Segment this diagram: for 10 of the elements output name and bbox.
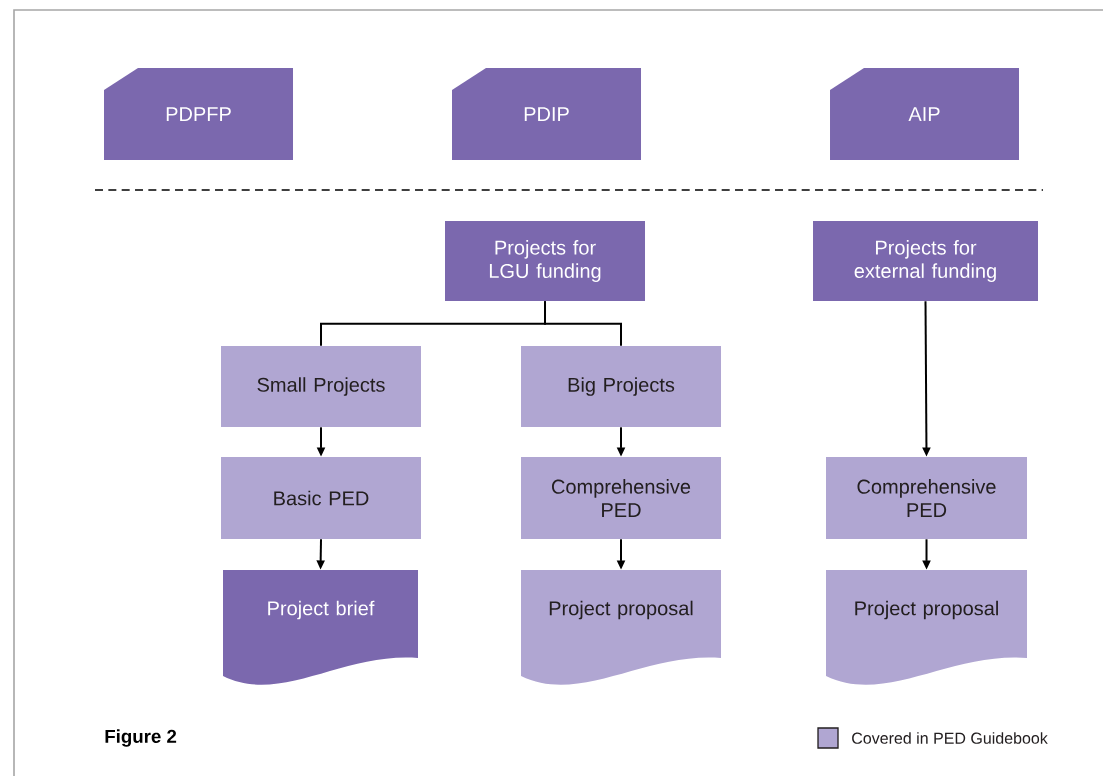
process-box: Projects for external funding <box>813 221 1038 301</box>
process-box: Comprehensive PED <box>521 457 721 539</box>
process-box: Projects for LGU funding <box>445 221 645 301</box>
figure-caption: Figure 2 <box>105 729 177 747</box>
process-box: Big Projects <box>521 346 721 427</box>
process-box: Small Projects <box>221 346 421 427</box>
process-box: Basic PED <box>221 457 421 539</box>
connector-line <box>544 300 622 347</box>
legend-label: Covered in PED Guidebook <box>852 732 1048 744</box>
process-box: Comprehensive PED <box>826 457 1027 539</box>
